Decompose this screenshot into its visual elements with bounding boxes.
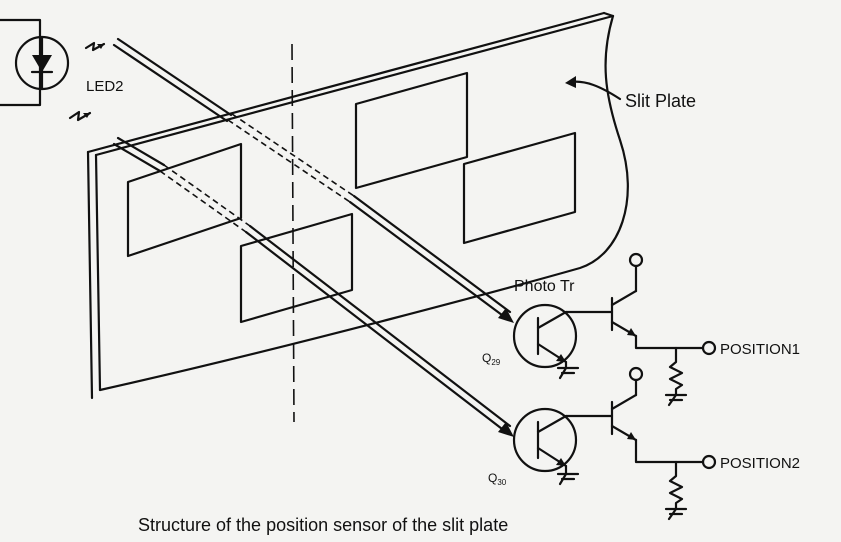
phototransistor-q29: Q29: [482, 303, 614, 380]
position1-label: POSITION1: [720, 341, 800, 358]
driver-transistor-2: POSITION2: [610, 366, 800, 521]
caption: Structure of the position sensor of the …: [138, 515, 508, 535]
photo-tr-label: Photo Tr: [514, 278, 575, 295]
q30-label: Q30: [488, 471, 507, 487]
driver-transistor-1: POSITION1: [610, 252, 800, 407]
q29-label: Q29: [482, 351, 501, 367]
light-beam-lower: [112, 136, 514, 437]
slit-plate-label: Slit Plate: [625, 91, 696, 111]
light-emission-icons: [68, 41, 106, 122]
slit-plate: [86, 11, 629, 423]
position2-label: POSITION2: [720, 455, 800, 472]
led-symbol: LED2: [0, 18, 124, 107]
led-label: LED2: [86, 78, 124, 95]
slit-plate-leader: [568, 80, 622, 101]
light-beam-upper: [112, 37, 514, 323]
phototransistor-q30: Q30: [488, 407, 614, 487]
